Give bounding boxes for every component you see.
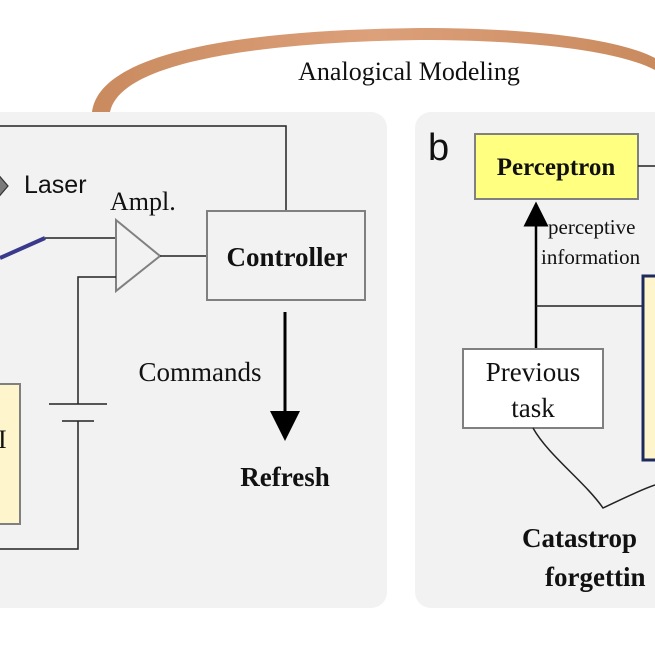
laser-icon — [0, 175, 9, 197]
catastrophic-label-1: Catastrop — [522, 523, 637, 553]
refresh-label: Refresh — [240, 462, 329, 492]
partial-cream-box — [0, 383, 21, 525]
forgetting-bracket — [532, 427, 655, 509]
panel-b-letter: b — [428, 127, 449, 169]
laser-beam — [0, 236, 46, 260]
perceptive-label-1: perceptive — [548, 215, 635, 239]
previous-label-2: task — [511, 393, 555, 423]
controller-label: Controller — [227, 242, 348, 272]
controller-box — [206, 210, 366, 301]
previous-task-box — [462, 348, 604, 429]
feedback-wire — [0, 125, 287, 211]
commands-label: Commands — [138, 357, 261, 387]
amplifier-label: Ampl. — [110, 187, 176, 216]
module-box — [641, 274, 655, 462]
analogical-arc — [92, 28, 655, 112]
laser-label: Laser — [24, 171, 87, 199]
battery-bottom-wire — [0, 421, 79, 550]
arc-label: Analogical Modeling — [298, 57, 520, 86]
catastrophic-label-2: forgettin — [545, 562, 645, 592]
amplifier-triangle — [115, 217, 162, 294]
perceptive-label-2: information — [541, 245, 641, 269]
partial-box-text: I — [0, 425, 7, 454]
perceptron-label: Perceptron — [497, 154, 616, 181]
amp-lower-input-wire — [77, 276, 116, 404]
previous-label-1: Previous — [486, 357, 581, 387]
perceptron-box — [474, 133, 639, 200]
